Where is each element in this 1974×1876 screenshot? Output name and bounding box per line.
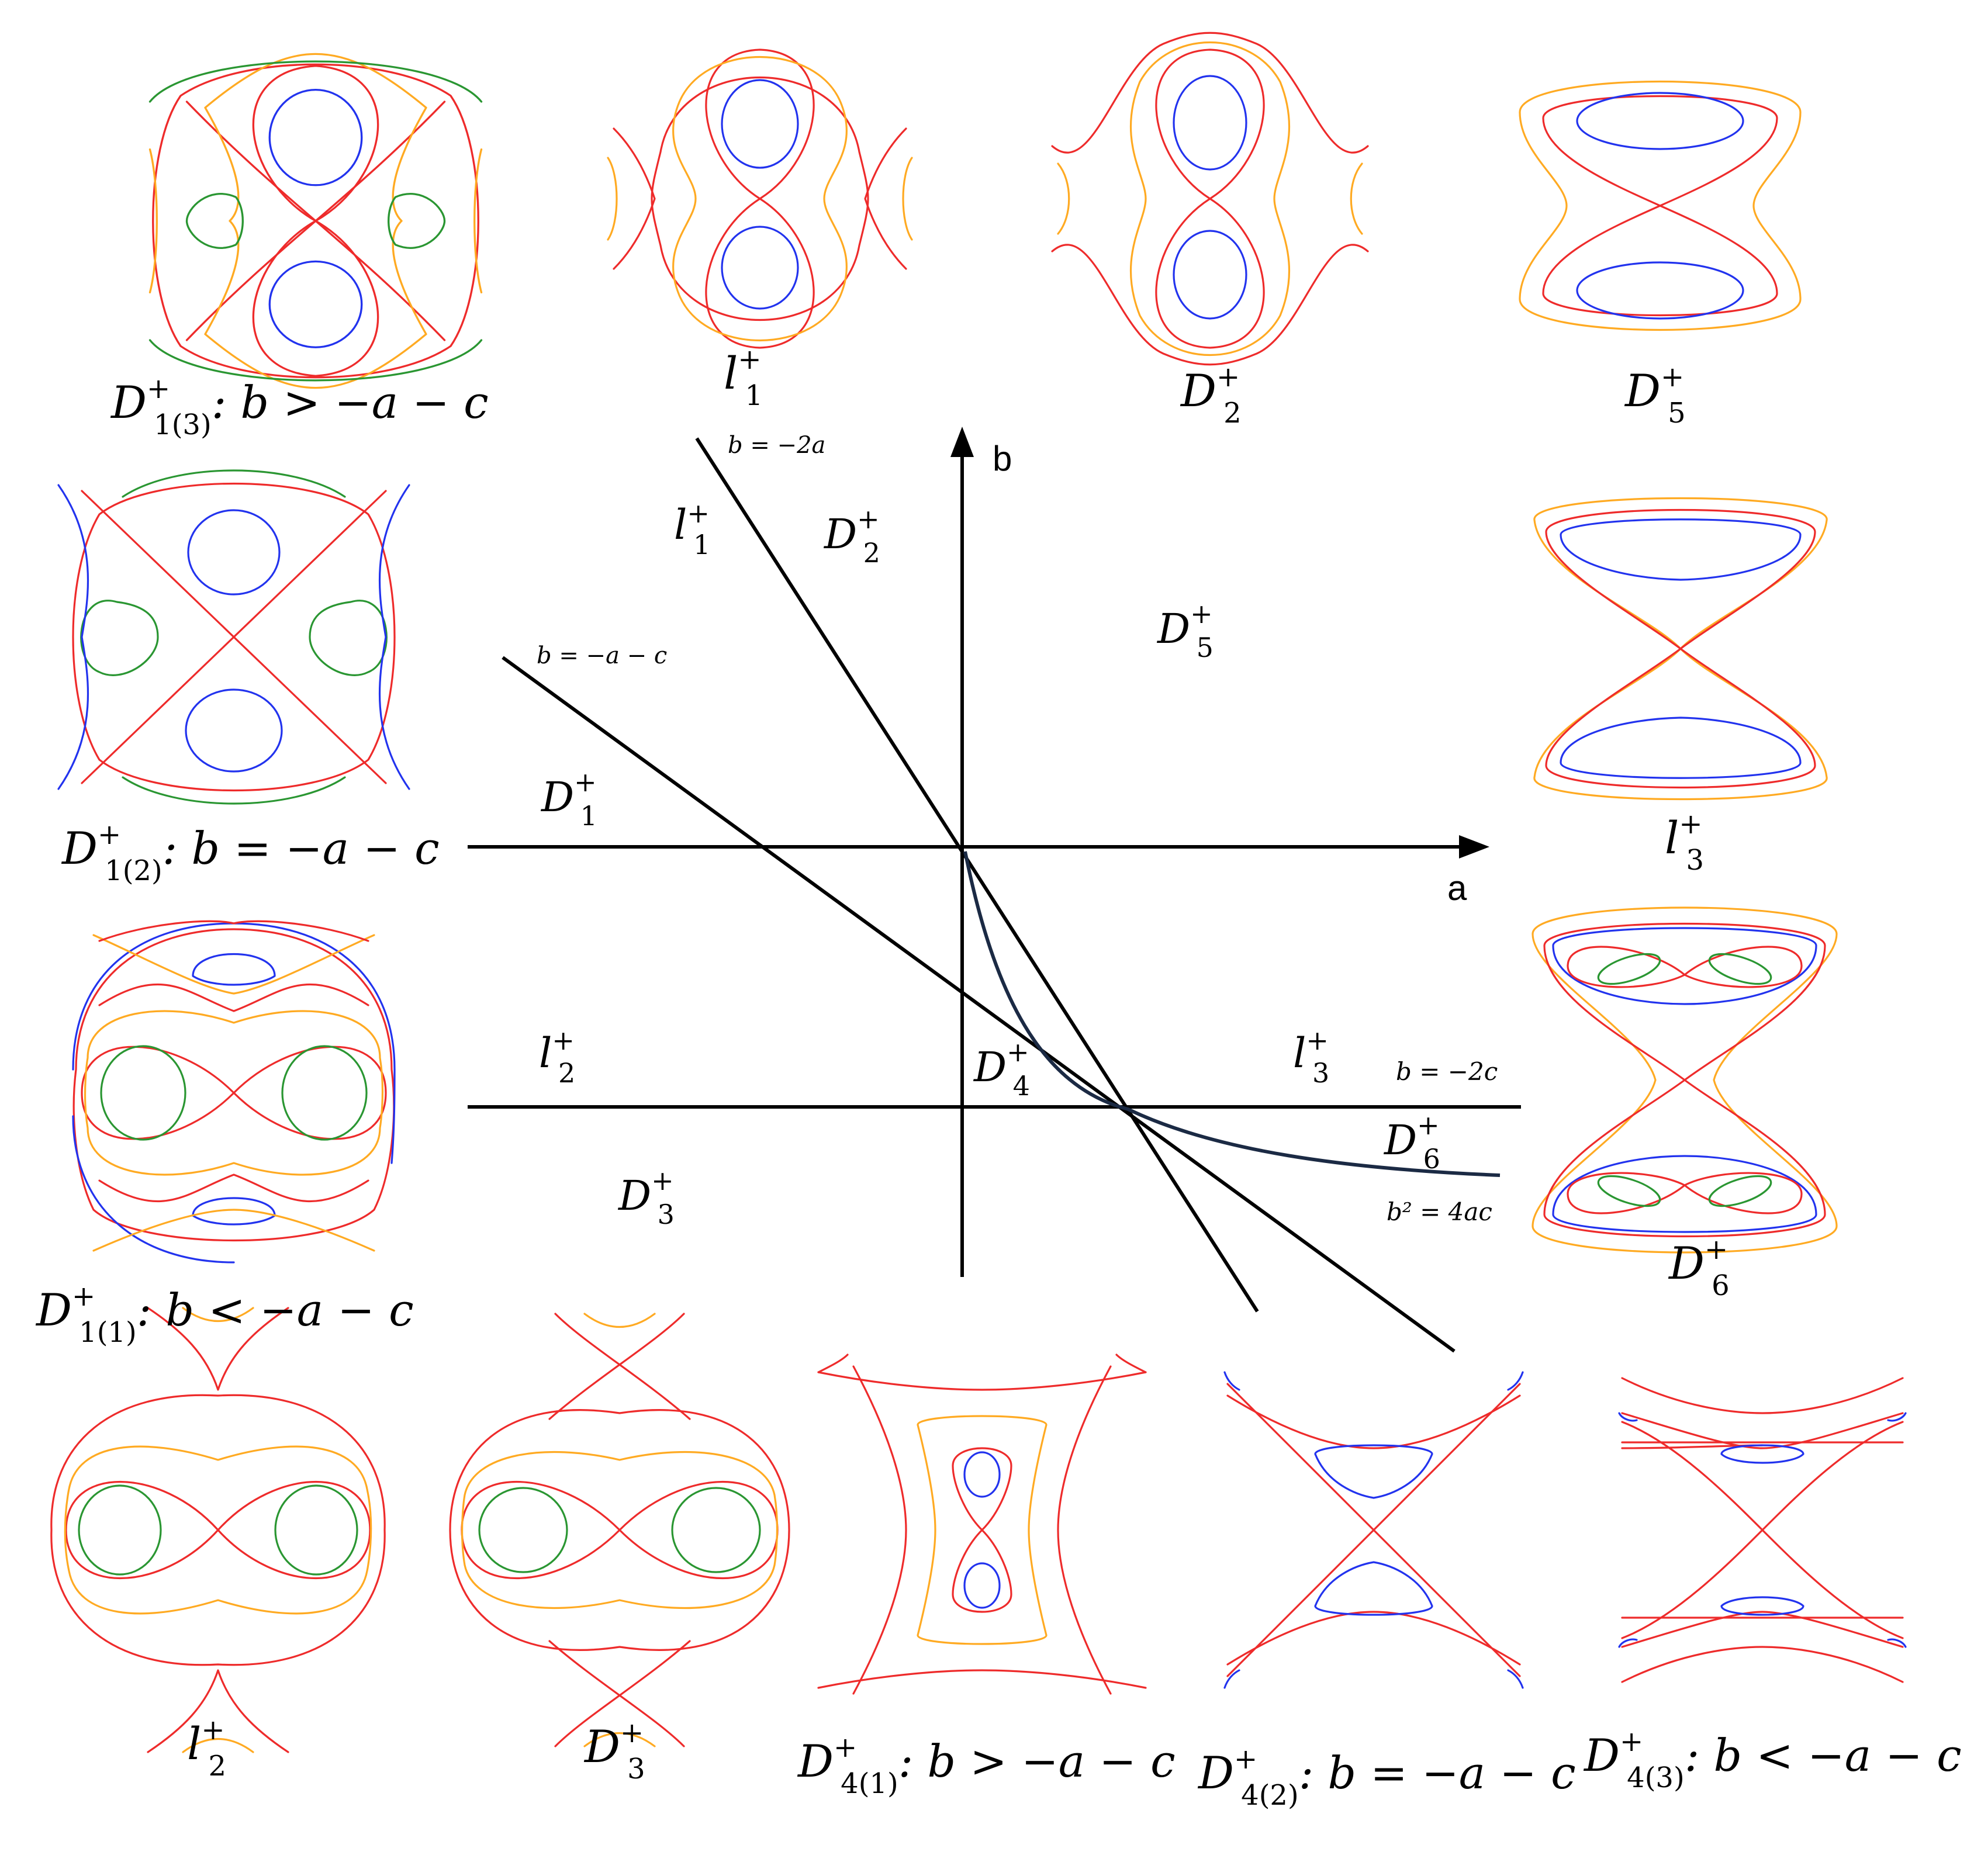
- label-b-minus-2a: b = −2a: [728, 432, 825, 459]
- caption-D5: D+5: [1624, 361, 1686, 430]
- portrait-D3: [449, 1313, 790, 1747]
- region-D6: D+6: [1383, 1109, 1440, 1175]
- label-b-minus-2c: b = −2c: [1396, 1057, 1498, 1086]
- region-D4: D+4: [973, 1036, 1030, 1102]
- parameter-plane: a b b = −2a b = −a − c b = −2c b² = 4ac …: [468, 427, 1521, 1353]
- caption-D4-2: D+4(2): b = −a − c: [1197, 1743, 1576, 1812]
- caption-D1-1: D+1(1): b < −a − c: [35, 1280, 414, 1349]
- region-l3: l+3: [1293, 1024, 1329, 1089]
- caption-D4-3: D+4(3): b < −a − c: [1583, 1725, 1962, 1794]
- portrait-l1: [607, 49, 913, 349]
- region-D2: D+2: [823, 503, 880, 569]
- caption-D3: D+3: [583, 1716, 645, 1785]
- line-b-minus-a-c: [502, 656, 1456, 1353]
- curve-b2-4ac: [963, 851, 1501, 1177]
- b-axis-arrowhead: [950, 427, 974, 457]
- portrait-D1-3: [148, 53, 483, 389]
- region-D1: D+1: [540, 766, 597, 832]
- portrait-D1-1: [72, 920, 396, 1264]
- a-axis-arrowhead: [1459, 835, 1489, 859]
- region-D3: D+3: [617, 1165, 675, 1230]
- region-l1: l+1: [674, 497, 710, 560]
- line-b-minus-2a: [695, 437, 1259, 1313]
- label-b-minus-a-c: b = −a − c: [537, 642, 667, 669]
- axis-label-a: a: [1447, 868, 1467, 908]
- caption-l1: l+1: [724, 343, 763, 412]
- portrait-D4-3: [1618, 1377, 1907, 1683]
- portrait-D4-1: [817, 1354, 1147, 1695]
- portrait-l3: [1533, 497, 1828, 801]
- portrait-l2: [50, 1307, 386, 1753]
- caption-D4-1: D+4(1): b > −a − c: [797, 1731, 1176, 1800]
- portrait-D1-2: [57, 469, 410, 805]
- portrait-D4-2: [1223, 1371, 1524, 1689]
- region-D5: D+5: [1156, 598, 1214, 663]
- axis-label-b: b: [993, 439, 1012, 478]
- portrait-D2: [1051, 32, 1369, 366]
- region-l2: l+2: [539, 1024, 575, 1089]
- caption-D2: D+2: [1180, 361, 1242, 430]
- caption-l2: l+2: [187, 1714, 226, 1782]
- caption-D1-3: D+1(3): b > −a − c: [110, 372, 489, 441]
- portrait-D6: [1532, 906, 1838, 1254]
- caption-D6: D+6: [1668, 1233, 1730, 1302]
- portrait-D5: [1519, 80, 1802, 331]
- captions: D+1(3): b > −a − c l+1 D+2 D+5 D+1(2): b…: [35, 343, 1962, 1812]
- caption-D1-2: D+1(2): b = −a − c: [61, 818, 440, 887]
- caption-l3: l+3: [1665, 808, 1704, 877]
- label-b2-4ac: b² = 4ac: [1387, 1197, 1492, 1226]
